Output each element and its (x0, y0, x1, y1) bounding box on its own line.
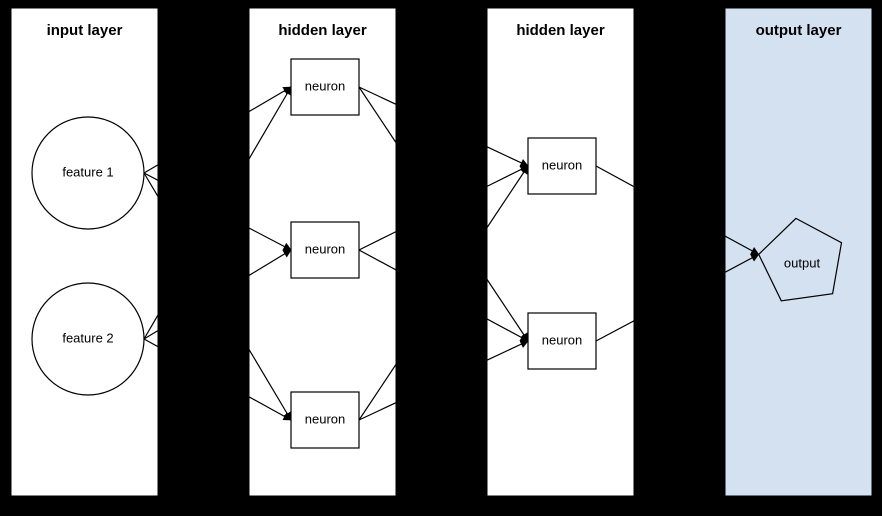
node-shape-hidden1-neuron-2[interactable] (290, 221, 360, 279)
connection-arrow-hidden1-neuron-2-to-hidden2-neuron-1 (487, 165, 529, 188)
nodes-group: feature 1 feature 2 neuron neuron neuron neur… (31, 58, 843, 449)
node-shape-feature-1[interactable] (31, 116, 145, 230)
node-label-hidden1-neuron-2: neuron (305, 241, 345, 256)
connection-arrow-hidden2-neuron-1-to-output-node (725, 235, 760, 255)
connection-arrow-hidden1-neuron-3-to-hidden2-neuron-1 (487, 165, 529, 229)
connection-arrow-feature-1-to-hidden1-neuron-1 (249, 86, 292, 113)
connections-group (143, 86, 760, 421)
node-shape-hidden2-neuron-1[interactable] (527, 137, 597, 195)
connection-hidden2-neuron-2-to-output-node (595, 320, 634, 342)
connection-hidden1-neuron-1-to-hidden2-neuron-2 (358, 86, 396, 144)
connection-arrow-feature-1-to-hidden1-neuron-3 (249, 348, 292, 421)
connection-arrow-feature-1-to-hidden1-neuron-2 (249, 227, 292, 251)
node-shape-hidden2-neuron-2[interactable] (527, 312, 597, 370)
connection-arrow-hidden1-neuron-1-to-hidden2-neuron-2 (487, 278, 529, 342)
connection-arrow-hidden1-neuron-1-to-hidden2-neuron-1 (487, 146, 529, 167)
connection-arrow-feature-2-to-hidden1-neuron-3 (249, 396, 292, 421)
node-label-hidden1-neuron-1: neuron (305, 78, 345, 93)
node-label-hidden2-neuron-2: neuron (542, 332, 582, 347)
layer-box-output-layer (724, 7, 873, 497)
layer-title-output-layer: output layer (756, 22, 842, 39)
node-label-output-node: output (784, 255, 821, 270)
connection-hidden2-neuron-1-to-output-node (595, 165, 634, 188)
node-label-feature-1: feature 1 (62, 164, 113, 179)
node-label-feature-2: feature 2 (62, 330, 113, 345)
connection-arrow-feature-2-to-hidden1-neuron-1 (249, 86, 292, 161)
layer-titles-group: input layer hidden layer hidden layer outpu… (47, 22, 842, 39)
layer-title-input-layer: input layer (47, 22, 123, 39)
connection-arrow-feature-2-to-hidden1-neuron-2 (249, 249, 292, 277)
connection-hidden1-neuron-2-to-hidden2-neuron-1 (358, 230, 396, 251)
node-label-hidden1-neuron-3: neuron (305, 411, 345, 426)
connection-hidden1-neuron-3-to-hidden2-neuron-2 (358, 402, 396, 421)
node-shape-hidden1-neuron-1[interactable] (290, 58, 360, 116)
layer-box-hidden-layer-2 (486, 7, 635, 497)
connection-hidden1-neuron-1-to-hidden2-neuron-1 (358, 86, 396, 105)
node-label-hidden2-neuron-1: neuron (542, 157, 582, 172)
layer-box-input-layer (10, 7, 159, 497)
layer-title-hidden-layer-1: hidden layer (278, 22, 367, 39)
connection-hidden1-neuron-3-to-hidden2-neuron-1 (358, 363, 396, 421)
node-shape-output-node[interactable] (757, 217, 843, 302)
layer-title-hidden-layer-2: hidden layer (516, 22, 605, 39)
connection-arrow-hidden1-neuron-3-to-hidden2-neuron-2 (487, 340, 529, 361)
connection-hidden1-neuron-2-to-hidden2-neuron-2 (358, 249, 396, 271)
connection-arrow-hidden2-neuron-2-to-output-node (725, 253, 760, 273)
node-shape-feature-2[interactable] (31, 282, 145, 396)
connection-arrow-hidden1-neuron-2-to-hidden2-neuron-2 (487, 318, 529, 342)
node-shape-hidden1-neuron-3[interactable] (290, 391, 360, 449)
